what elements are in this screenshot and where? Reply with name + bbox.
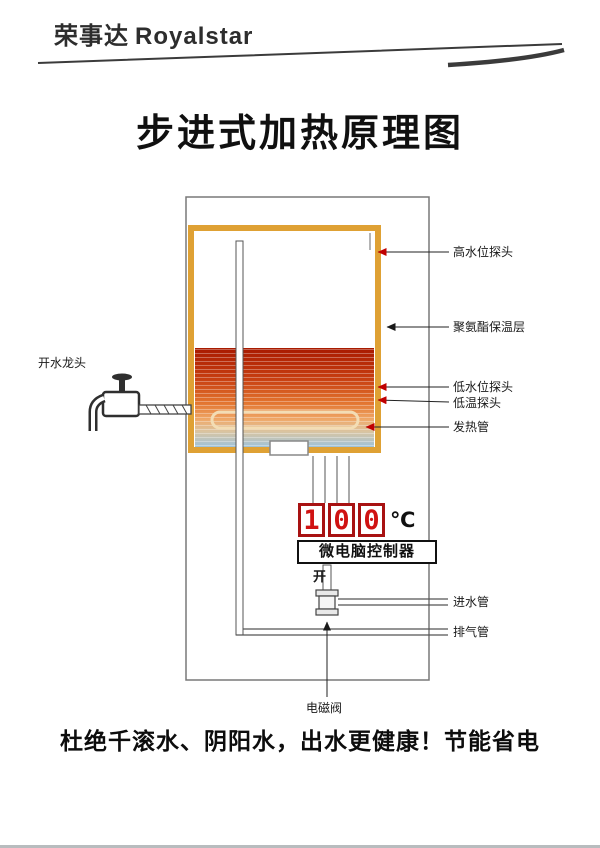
heating-element — [210, 410, 360, 430]
label-inlet-pipe: 进水管 — [453, 595, 490, 609]
brand-logo-cn: 荣事达 — [54, 23, 129, 50]
display-digit-2: 0 — [328, 503, 355, 537]
faucet-handle-knob — [112, 373, 132, 381]
label-low-water-probe: 低水位探头 — [453, 380, 514, 394]
label-high-water-probe: 高水位探头 — [453, 245, 514, 259]
tank-water-stripes — [195, 348, 374, 447]
label-solenoid-valve: 电磁阀 — [306, 701, 343, 715]
display-digit-1: 1 — [298, 503, 325, 537]
page-title: 步进式加热原理图 — [135, 113, 464, 155]
label-faucet: 开水龙头 — [38, 356, 87, 370]
exhaust-pipe — [236, 628, 448, 636]
faucet — [88, 373, 192, 431]
tank-bottom-fitting — [269, 440, 309, 456]
leader-low-temp-probe — [377, 396, 450, 405]
display-unit-celsius: ℃ — [390, 508, 416, 532]
logo-swoosh-accent — [447, 47, 565, 68]
faucet-connection-pipe — [138, 404, 192, 415]
label-low-temp-probe: 低温探头 — [453, 396, 502, 410]
brand-logo-en: Royalstar — [135, 23, 254, 50]
faucet-body — [101, 390, 141, 418]
inlet-pipe — [338, 598, 448, 606]
logo-swoosh — [37, 43, 563, 64]
solenoid-valve — [315, 589, 339, 616]
water-tank — [188, 225, 381, 456]
label-heating-tube: 发热管 — [453, 420, 490, 434]
label-insulation-layer: 聚氨酯保温层 — [453, 320, 526, 334]
faucet-handle-stem — [119, 379, 125, 393]
riser-pipe — [235, 240, 244, 636]
temperature-display: 1 0 0 ℃ — [298, 503, 415, 537]
faucet-spout — [91, 396, 105, 431]
sensor-wires — [312, 456, 350, 503]
label-valve-open: 开 — [313, 569, 327, 584]
controller-box: 微电脑控制器 — [297, 540, 437, 564]
leader-lines — [365, 248, 450, 431]
cabinet-outline — [185, 196, 430, 681]
label-exhaust-pipe: 排气管 — [453, 625, 490, 639]
display-digit-3: 0 — [358, 503, 385, 537]
pipe-thread-hatching — [145, 404, 188, 415]
slogan-text: 杜绝千滚水、阴阳水，出水更健康！节能省电 — [60, 728, 540, 754]
